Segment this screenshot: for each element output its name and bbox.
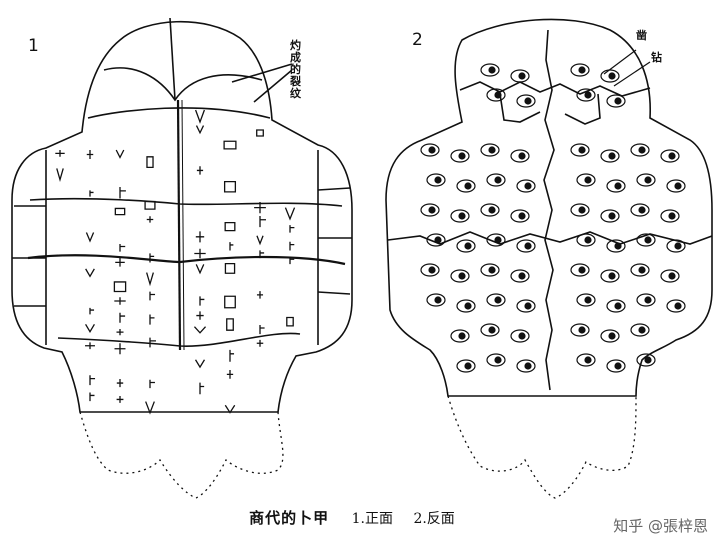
pit-mark xyxy=(577,354,595,366)
pit-mark xyxy=(661,210,679,222)
pit-mark xyxy=(457,360,475,372)
pit-mark xyxy=(571,144,589,156)
pit-mark xyxy=(487,354,505,366)
pit-mark xyxy=(511,150,529,162)
pit-mark xyxy=(451,150,469,162)
pit-mark xyxy=(607,95,625,107)
pit-mark xyxy=(601,150,619,162)
pit-mark xyxy=(511,330,529,342)
pit-mark xyxy=(517,360,535,372)
pit-mark xyxy=(427,294,445,306)
pit-mark xyxy=(487,174,505,186)
pit-mark xyxy=(577,294,595,306)
pit-mark xyxy=(601,70,619,82)
pit-mark xyxy=(631,264,649,276)
burn-cracks-label: 灼成的裂纹 xyxy=(290,40,302,100)
pit-mark xyxy=(667,240,685,252)
pit-mark xyxy=(457,180,475,192)
pit-mark xyxy=(571,264,589,276)
drill-pit-label: 钻 xyxy=(651,52,663,64)
pit-mark xyxy=(517,240,535,252)
caption-item-front: 1.正面 xyxy=(352,511,393,527)
pit-mark xyxy=(607,300,625,312)
pit-mark xyxy=(571,64,589,76)
caption-title: 商代的卜甲 xyxy=(249,509,329,527)
pit-mark xyxy=(481,204,499,216)
watermark: 知乎 @張梓恩 xyxy=(613,515,708,536)
pit-mark xyxy=(457,240,475,252)
pit-mark xyxy=(637,174,655,186)
figure-caption: 商代的卜甲 1.正面 2.反面 xyxy=(0,507,720,528)
pit-mark xyxy=(511,210,529,222)
pit-mark xyxy=(517,300,535,312)
pit-mark xyxy=(601,210,619,222)
chisel-pit-label: 凿 xyxy=(636,30,648,42)
pit-mark xyxy=(571,324,589,336)
pit-mark xyxy=(631,324,649,336)
pit-mark xyxy=(631,204,649,216)
pit-mark xyxy=(451,210,469,222)
pit-mark xyxy=(601,270,619,282)
pit-mark xyxy=(421,204,439,216)
pit-mark xyxy=(457,300,475,312)
pit-mark xyxy=(667,300,685,312)
pit-mark xyxy=(487,294,505,306)
pit-mark xyxy=(421,144,439,156)
pit-mark xyxy=(517,180,535,192)
pit-mark xyxy=(517,95,535,107)
pit-mark xyxy=(661,270,679,282)
pit-mark xyxy=(577,174,595,186)
pit-mark xyxy=(607,180,625,192)
pit-mark xyxy=(577,234,595,246)
pit-mark xyxy=(481,324,499,336)
pit-mark xyxy=(451,330,469,342)
pit-mark xyxy=(571,204,589,216)
pit-mark xyxy=(607,360,625,372)
pit-mark xyxy=(421,264,439,276)
panel-1-number: 1 xyxy=(28,36,39,56)
pit-mark xyxy=(511,270,529,282)
pit-mark xyxy=(601,330,619,342)
panel-2-number: 2 xyxy=(412,30,423,50)
pit-mark xyxy=(661,150,679,162)
pit-mark xyxy=(637,294,655,306)
pit-mark xyxy=(511,70,529,82)
pit-mark xyxy=(481,264,499,276)
pit-mark xyxy=(481,144,499,156)
pit-mark xyxy=(427,174,445,186)
caption-item-back: 2.反面 xyxy=(413,511,454,527)
pit-mark xyxy=(667,180,685,192)
pit-mark xyxy=(451,270,469,282)
pit-mark xyxy=(481,64,499,76)
pit-mark xyxy=(631,144,649,156)
